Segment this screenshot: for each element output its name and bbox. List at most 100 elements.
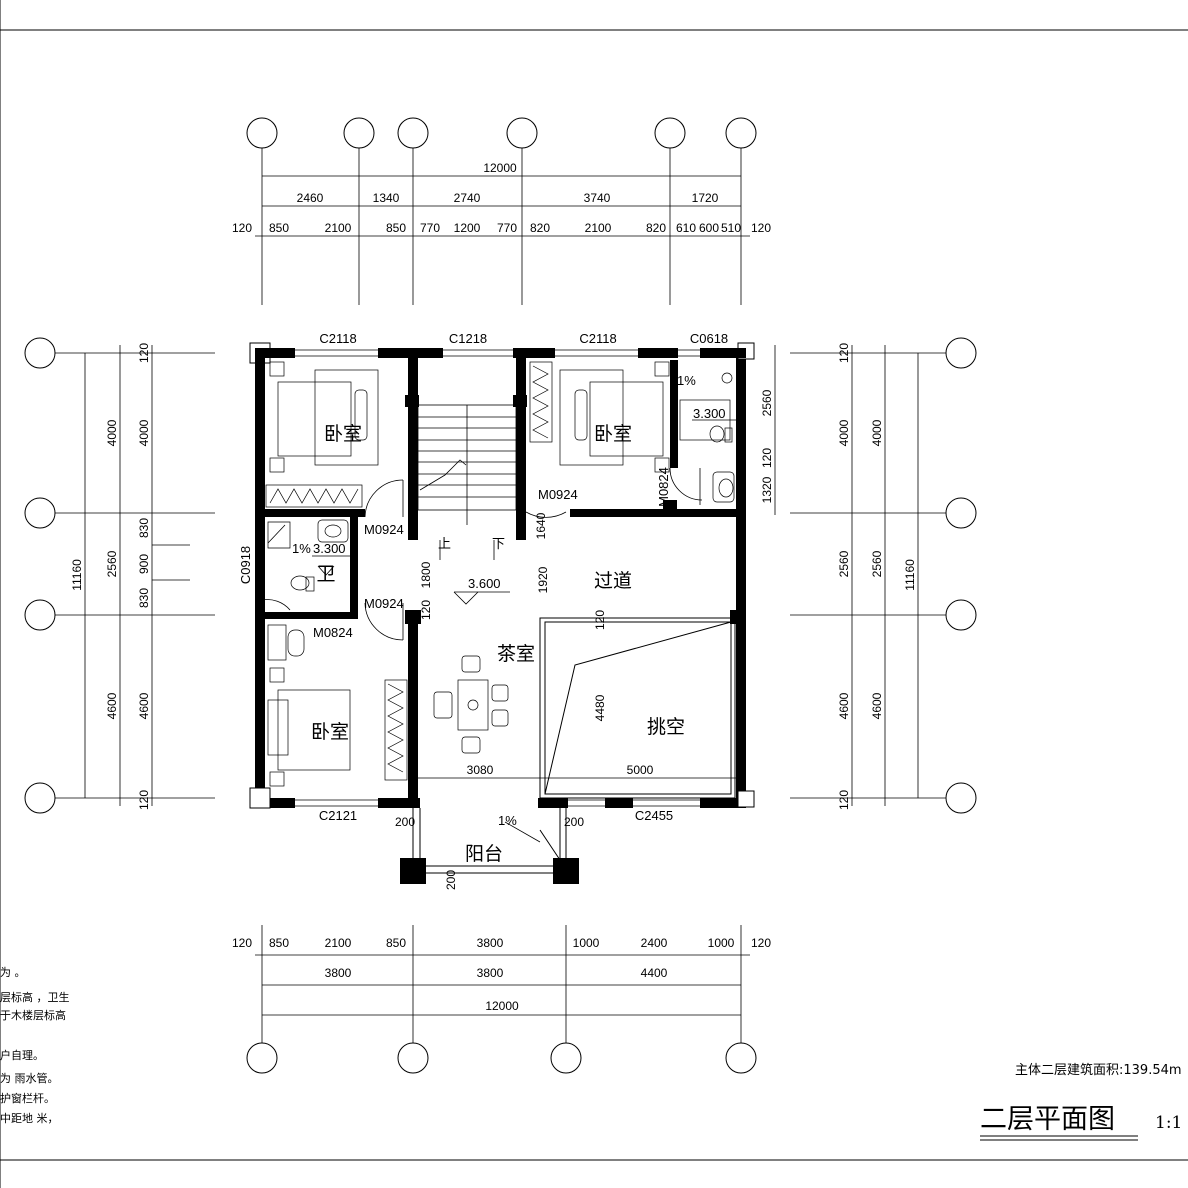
dim-top-fine-11: 610 bbox=[676, 221, 696, 235]
dim-left-mid-3: 4600 bbox=[105, 692, 119, 719]
axis-bubble-left-2 bbox=[24, 497, 56, 529]
door-tag-m0824-2: M0824 bbox=[656, 467, 671, 507]
note-line-7: 中距地 米， bbox=[0, 1112, 59, 1125]
window-lines bbox=[256, 349, 738, 807]
window-tag-c0618: C0618 bbox=[690, 331, 728, 346]
dim-top-fine-6: 1200 bbox=[454, 221, 481, 235]
opening-labels: C2118 C1218 C2118 C0618 C2121 C2455 C091… bbox=[238, 331, 728, 823]
void-outline bbox=[539, 617, 736, 799]
slope-bath-1: 1% bbox=[292, 541, 311, 556]
axis-bubble-right-3 bbox=[945, 599, 977, 631]
right-dimension-text: 120 4000 2560 4600 120 4000 2560 4600 11… bbox=[760, 343, 917, 810]
dim-left-fine-5: 830 bbox=[137, 588, 151, 608]
slope-bath-2: 1% bbox=[677, 373, 696, 388]
right-dimension-lines bbox=[774, 345, 919, 806]
staircase bbox=[417, 404, 517, 560]
bottom-dimension-lines bbox=[255, 954, 750, 1016]
room-label-bedroom-2: 卧室 bbox=[594, 423, 632, 445]
area-label: 主体二层建筑面积:139.54m bbox=[1015, 1062, 1182, 1078]
door-tag-m0924-2: M0924 bbox=[538, 487, 578, 502]
dim-top-fine-4: 850 bbox=[386, 221, 406, 235]
dim-top-fine-8: 820 bbox=[530, 221, 550, 235]
dim-inner-200a: 200 bbox=[395, 815, 415, 829]
dim-left-mid-2: 2560 bbox=[105, 550, 119, 577]
dim-inner-4480: 4480 bbox=[593, 694, 607, 721]
axis-bubble-left-3 bbox=[24, 599, 56, 631]
dim-bottom-total: 12000 bbox=[485, 999, 519, 1013]
drawing-title: 二层平面图 bbox=[980, 1104, 1115, 1135]
axis-bubble-right-2 bbox=[945, 497, 977, 529]
dim-inner-3080: 3080 bbox=[467, 763, 494, 777]
axis-bubble-bottom-4 bbox=[725, 1042, 757, 1074]
axis-bubble-bottom-2 bbox=[397, 1042, 429, 1074]
dim-bottom-fine-9: 120 bbox=[751, 936, 771, 950]
dim-top-fine-12: 600 bbox=[699, 221, 719, 235]
room-label-corridor: 过道 bbox=[594, 570, 632, 592]
dim-bottom-fine-6: 1000 bbox=[573, 936, 600, 950]
dim-inner-1920: 1920 bbox=[536, 566, 550, 593]
dim-top-mid-2: 1340 bbox=[373, 191, 400, 205]
level-labels: 3.300 3.300 3.600 1% 1% 1% bbox=[292, 373, 726, 828]
axis-bubble-top-3 bbox=[397, 117, 429, 149]
dim-inner-5000: 5000 bbox=[627, 763, 654, 777]
room-label-balcony: 阳台 bbox=[465, 843, 503, 865]
dim-top-mid-4: 3740 bbox=[584, 191, 611, 205]
dim-bottom-mid-2: 3800 bbox=[477, 966, 504, 980]
room-label-bath: 卫 bbox=[316, 563, 335, 585]
left-dimension-lines bbox=[84, 345, 190, 806]
door-tag-m0924-3: M0924 bbox=[364, 596, 404, 611]
dim-inner-1640: 1640 bbox=[534, 512, 548, 539]
dim-left-fine-3: 830 bbox=[137, 518, 151, 538]
dim-top-fine-7: 770 bbox=[497, 221, 517, 235]
window-tag-c0918: C0918 bbox=[238, 546, 253, 584]
dim-bottom-fine-1: 120 bbox=[232, 936, 252, 950]
dim-right-inner-1: 2560 bbox=[760, 389, 774, 416]
room-label-tea: 茶室 bbox=[497, 643, 535, 665]
axis-bubble-left-1 bbox=[24, 337, 56, 369]
level-main: 3.600 bbox=[468, 576, 501, 591]
dim-bottom-fine-8: 1000 bbox=[708, 936, 735, 950]
dim-right-fine-1: 120 bbox=[837, 343, 851, 363]
dim-inner-120b: 120 bbox=[593, 610, 607, 630]
note-line-4: 户自理。 bbox=[0, 1048, 44, 1062]
left-dimension-text: 11160 4000 2560 4600 120 4000 830 900 83… bbox=[70, 343, 151, 810]
dim-bottom-fine-3: 2100 bbox=[325, 936, 352, 950]
inner-dimensions: 1800 120 1920 120 4480 3080 5000 200 200… bbox=[395, 512, 654, 890]
dim-top-mid-1: 2460 bbox=[297, 191, 324, 205]
dim-bottom-fine-4: 850 bbox=[386, 936, 406, 950]
dim-left-fine-2: 4000 bbox=[137, 419, 151, 446]
dim-inner-1800: 1800 bbox=[419, 561, 433, 588]
axis-bubble-top-1 bbox=[246, 117, 278, 149]
dim-left-mid-1: 4000 bbox=[105, 419, 119, 446]
dim-bottom-fine-2: 850 bbox=[269, 936, 289, 950]
window-tag-c2121: C2121 bbox=[319, 808, 357, 823]
axis-bubble-bottom-3 bbox=[550, 1042, 582, 1074]
dim-right-outer: 11160 bbox=[903, 559, 917, 591]
dim-right-inner-2: 120 bbox=[760, 448, 774, 468]
dim-top-mid-5: 1720 bbox=[692, 191, 719, 205]
axis-bubble-bottom-1 bbox=[246, 1042, 278, 1074]
drawing-scale: 1:1 bbox=[1155, 1113, 1182, 1133]
dim-right-mid-1: 4000 bbox=[870, 419, 884, 446]
window-tag-c1218: C1218 bbox=[449, 331, 487, 346]
note-line-5: 为 雨水管。 bbox=[0, 1071, 59, 1085]
dim-right-mid-3: 4600 bbox=[870, 692, 884, 719]
bedroom-furniture bbox=[267, 361, 670, 787]
room-label-void: 挑空 bbox=[647, 716, 685, 738]
bottom-dimension-text: 120 850 2100 850 3800 1000 2400 1000 120… bbox=[232, 936, 771, 1013]
dim-top-fine-1: 120 bbox=[232, 221, 252, 235]
dim-right-fine-4: 4600 bbox=[837, 692, 851, 719]
note-line-1: 为 。 bbox=[0, 966, 26, 979]
axis-bubble-top-2 bbox=[343, 117, 375, 149]
dim-top-fine-14: 120 bbox=[751, 221, 771, 235]
wardrobes bbox=[265, 361, 553, 781]
dim-top-fine-2: 850 bbox=[269, 221, 289, 235]
window-tag-c2118-1: C2118 bbox=[319, 331, 356, 346]
dim-bottom-fine-5: 3800 bbox=[477, 936, 504, 950]
axis-bubbles bbox=[24, 117, 977, 1074]
room-label-bedroom-1: 卧室 bbox=[324, 423, 362, 445]
dim-top-fine-13: 510 bbox=[721, 221, 741, 235]
dim-top-fine-9: 2100 bbox=[585, 221, 612, 235]
